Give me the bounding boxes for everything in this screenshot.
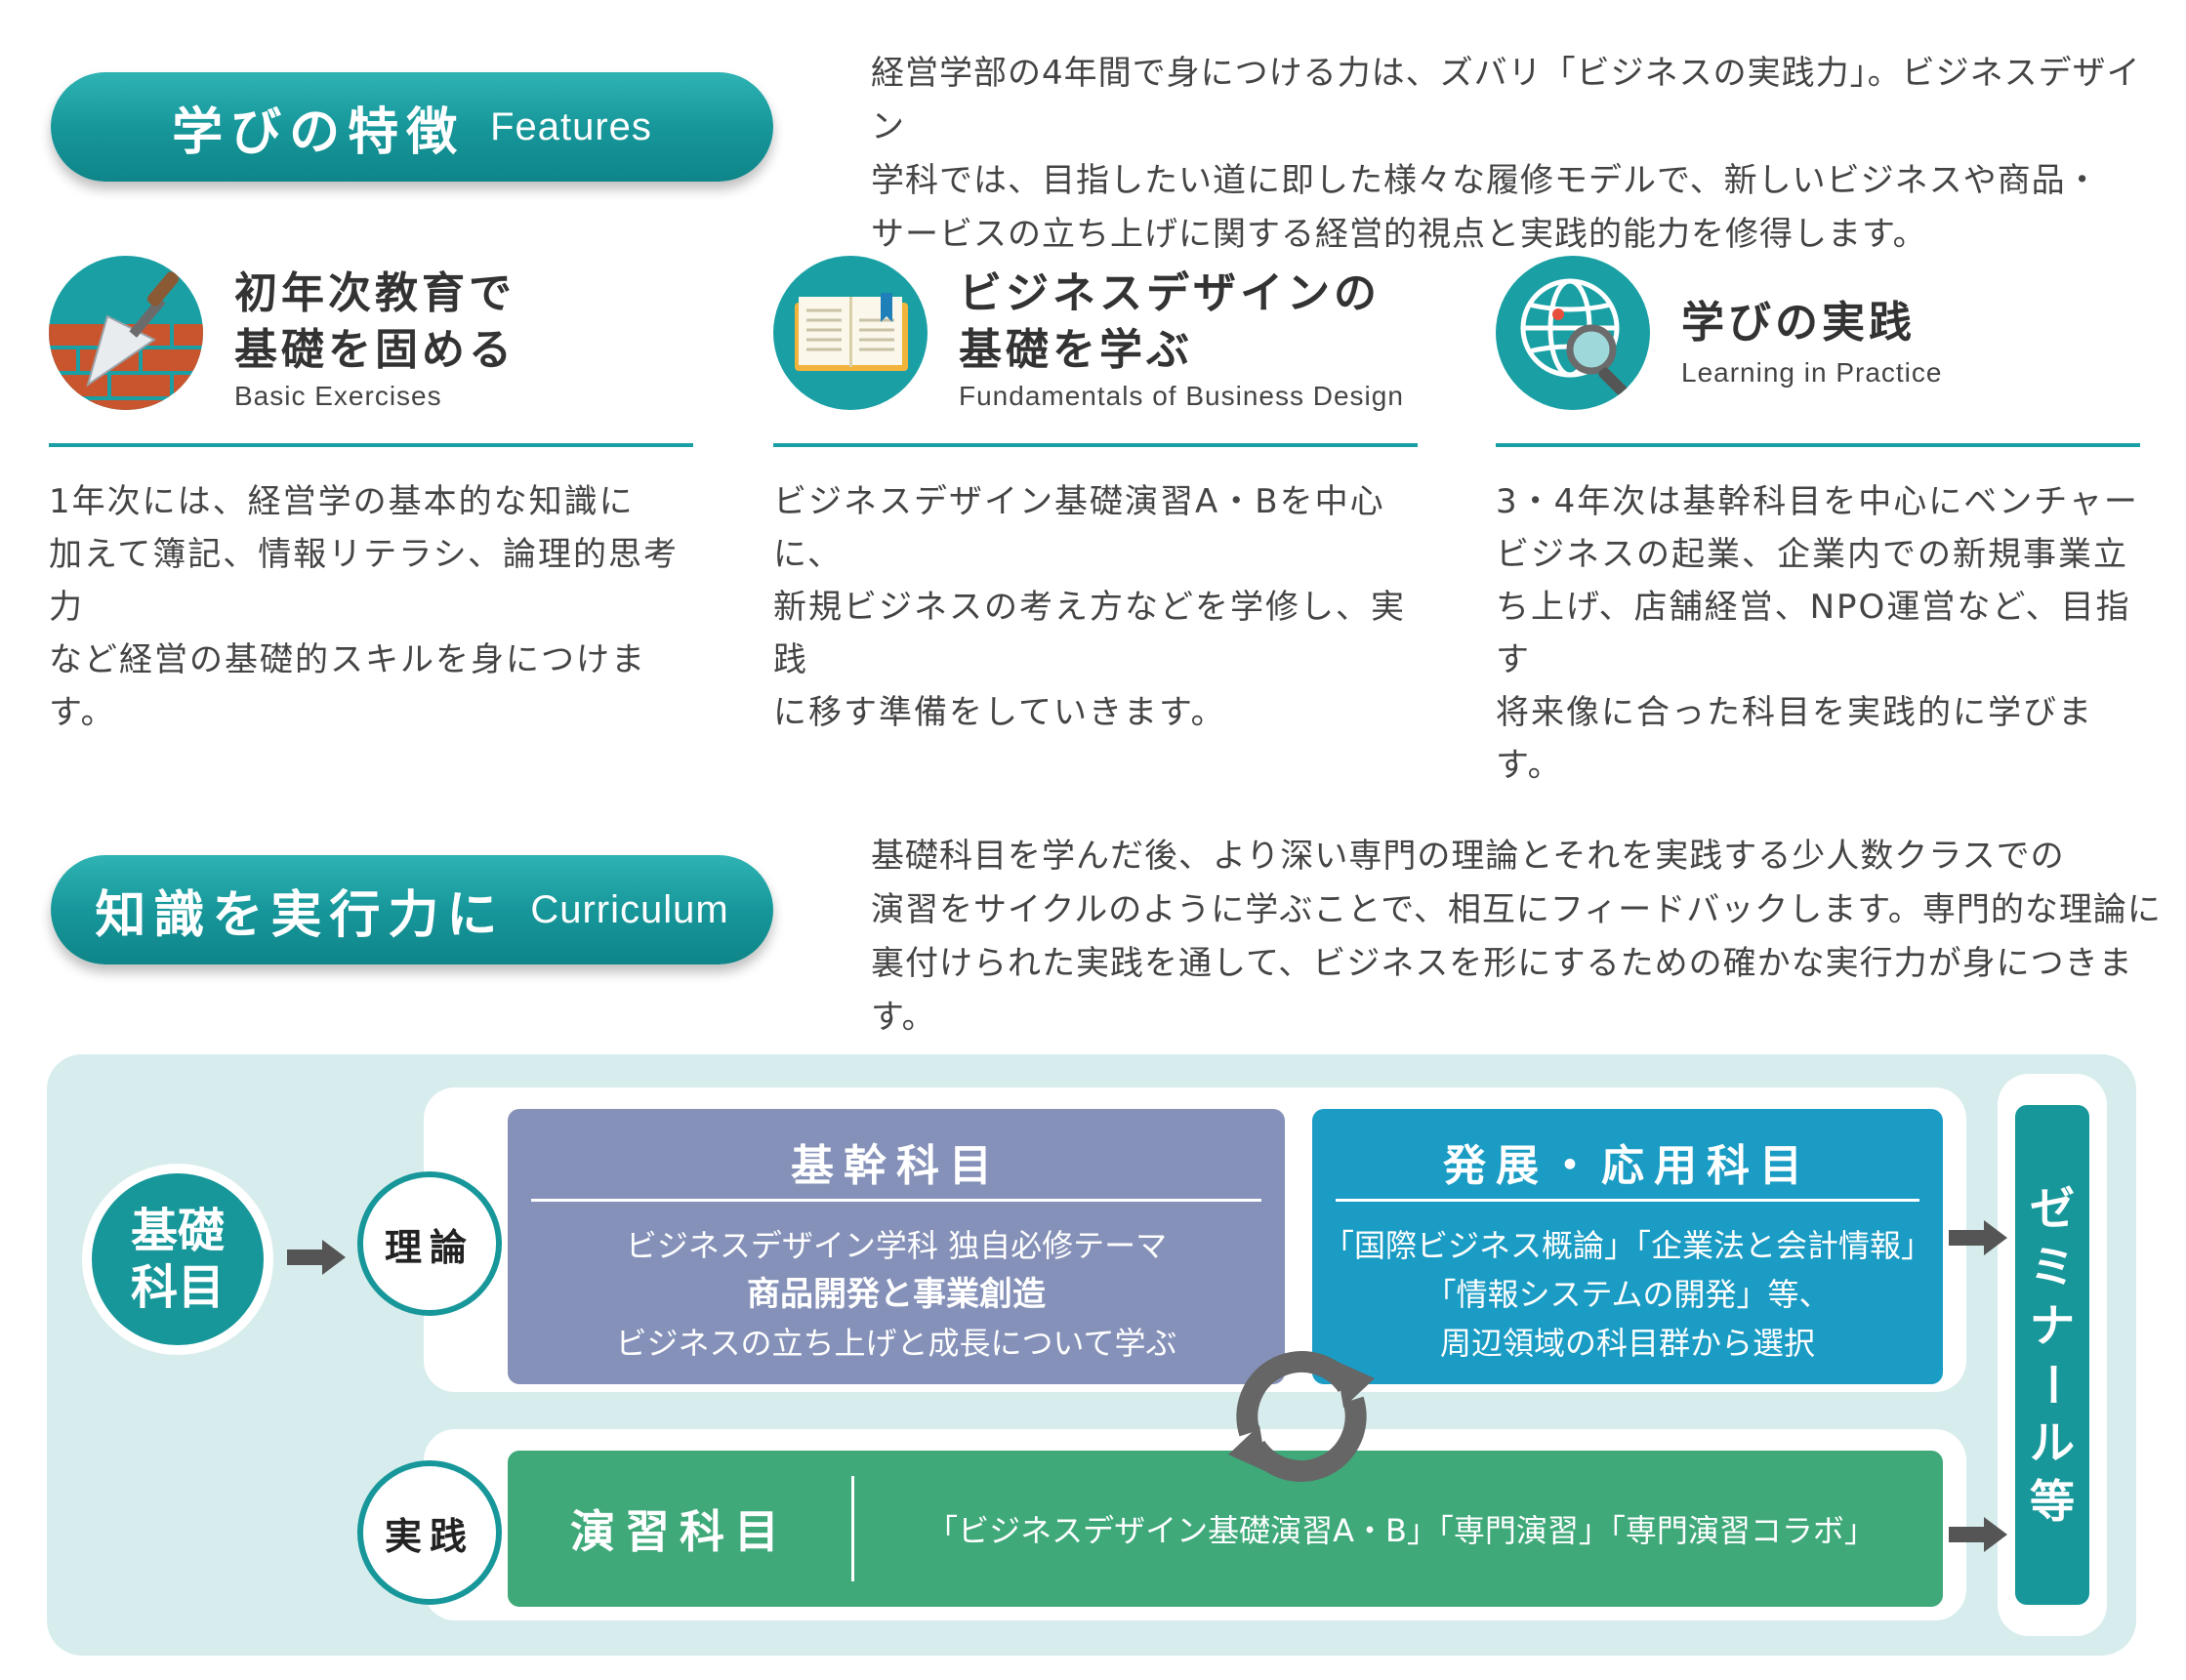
- seminar-char: ゼ: [2030, 1182, 2075, 1235]
- feature-title-line: ビジネスデザインの: [959, 268, 1381, 318]
- features-intro-line: サービスの立ち上げに関する経営的視点と実践的能力を修得します。: [871, 215, 1927, 254]
- curriculum-intro: 基礎科目を学んだ後、より深い専門の理論とそれを実践する少人数クラスでの 演習をサ…: [871, 830, 2169, 1045]
- feature-body-line: に移す準備をしていきます。: [773, 693, 1226, 732]
- kikan-line2: 商品開発と事業創造: [747, 1275, 1046, 1314]
- kikan-title: 基幹科目: [791, 1141, 1002, 1191]
- open-book-icon: [773, 256, 928, 410]
- feature-body-line: 将来像に合った科目を実践的に学びます。: [1496, 693, 2093, 785]
- features-heading-en: Features: [490, 104, 652, 148]
- divider: [851, 1476, 854, 1581]
- kikan-line3: ビジネスの立ち上げと成長について学ぶ: [615, 1325, 1177, 1362]
- features-intro-line: 学科では、目指したい道に即した様々な履修モデルで、新しいビジネスや商品・: [871, 161, 2100, 200]
- trowel-brick-icon: [49, 256, 203, 410]
- seminar-char: 等: [2030, 1475, 2075, 1528]
- feature-body-line: ビジネスデザイン基礎演習A・Bを中心に、: [773, 482, 1385, 574]
- jissen-circle: 実践: [357, 1460, 502, 1605]
- hatten-title: 発展・応用科目: [1443, 1141, 1812, 1191]
- curriculum-diagram: 基礎 科目 理論 実践 基幹科目 ビジネスデザイン学科 独自必修テーマ 商品開発…: [47, 1054, 2136, 1656]
- divider: [49, 443, 693, 447]
- kiso-kamoku-circle: 基礎 科目: [82, 1164, 273, 1355]
- features-intro: 経営学部の4年間で身につける力は、ズバリ「ビジネスの実践力」。ビジネスデザイン …: [871, 47, 2169, 262]
- seminar-char: ル: [2030, 1416, 2075, 1469]
- feature-subtitle: Fundamentals of Business Design: [959, 381, 1404, 411]
- globe-magnifier-icon: [1496, 256, 1650, 410]
- feature-body: ビジネスデザイン基礎演習A・Bを中心に、 新規ビジネスの考え方などを学修し、実践…: [773, 475, 1437, 739]
- divider: [1496, 443, 2140, 447]
- feature-title: ビジネスデザインの 基礎を学ぶ: [959, 266, 1381, 379]
- enshu-text: 「ビジネスデザイン基礎演習A・B」「専門演習」「専門演習コラボ」: [927, 1512, 1876, 1549]
- feature-body-line: 新規ビジネスの考え方などを学修し、実践: [773, 588, 1406, 679]
- curriculum-heading: 知識を実行力に Curriculum: [51, 855, 773, 964]
- feature-title: 学びの実践: [1681, 295, 1916, 351]
- cycle-arrows-icon: [1228, 1350, 1375, 1483]
- feature-subtitle: Basic Exercises: [234, 381, 442, 411]
- feature-body: 1年次には、経営学の基本的な知識に 加えて簿記、情報リテラシ、論理的思考力 など…: [49, 475, 713, 739]
- enshu-title: 演習科目: [570, 1505, 789, 1558]
- kiso-line: 科目: [130, 1260, 225, 1315]
- curriculum-intro-line: 演習をサイクルのように学ぶことで、相互にフィードバックします。専門的な理論に: [871, 890, 2162, 929]
- feature-body-line: 3・4年次は基幹科目を中心にベンチャー: [1496, 482, 2139, 521]
- features-heading: 学びの特徴 Features: [51, 72, 773, 182]
- hatten-line3: 周辺領域の科目群から選択: [1439, 1325, 1815, 1362]
- feature-title-line: 初年次教育で: [234, 268, 516, 318]
- hatten-line1: 「国際ビジネス概論」「企業法と会計情報」: [1322, 1227, 1932, 1264]
- kikan-kamoku-box: 基幹科目 ビジネスデザイン学科 独自必修テーマ 商品開発と事業創造 ビジネスの立…: [508, 1109, 1285, 1384]
- feature-body: 3・4年次は基幹科目を中心にベンチャー ビジネスの起業、企業内での新規事業立 ち…: [1496, 475, 2160, 792]
- enshu-kamoku-box: 演習科目 「ビジネスデザイン基礎演習A・B」「専門演習」「専門演習コラボ」: [508, 1451, 1943, 1607]
- arrow-right-icon: [287, 1240, 346, 1275]
- feature-title-line: 基礎を固める: [234, 325, 516, 375]
- divider: [531, 1199, 1261, 1202]
- kikan-line1: ビジネスデザイン学科 独自必修テーマ: [625, 1227, 1168, 1264]
- features-intro-line: 経営学部の4年間で身につける力は、ズバリ「ビジネスの実践力」。ビジネスデザイン: [871, 54, 2141, 146]
- seminar-box: ゼ ミ ナ ー ル 等: [2015, 1105, 2089, 1605]
- seminar-char: ミ: [2030, 1241, 2075, 1293]
- arrow-right-icon: [1949, 1517, 2007, 1552]
- curriculum-intro-line: 裏付けられた実践を通して、ビジネスを形にするための確かな実行力が身につきます。: [871, 944, 2133, 1037]
- feature-body-line: ち上げ、店舗経営、NPO運営など、目指す: [1496, 588, 2131, 679]
- riron-circle: 理論: [357, 1171, 502, 1316]
- feature-title: 初年次教育で 基礎を固める: [234, 266, 516, 379]
- divider: [773, 443, 1418, 447]
- feature-title-line: 学びの実践: [1681, 298, 1916, 348]
- kiso-line: 基礎: [130, 1204, 225, 1258]
- feature-body-line: 1年次には、経営学の基本的な知識に: [49, 482, 635, 521]
- arrow-right-icon: [1949, 1220, 2007, 1255]
- feature-body-line: など経営の基礎的スキルを身につけます。: [49, 640, 646, 732]
- seminar-char: ナ: [2030, 1299, 2075, 1352]
- feature-subtitle: Learning in Practice: [1681, 357, 1943, 388]
- hatten-line2: 「情報システムの開発」等、: [1424, 1276, 1831, 1313]
- feature-body-line: ビジネスの起業、企業内での新規事業立: [1496, 535, 2128, 574]
- curriculum-heading-en: Curriculum: [530, 887, 729, 931]
- seminar-char: ー: [2026, 1362, 2079, 1407]
- feature-title-line: 基礎を学ぶ: [959, 325, 1193, 375]
- curriculum-intro-line: 基礎科目を学んだ後、より深い専門の理論とそれを実践する少人数クラスでの: [871, 837, 2065, 876]
- curriculum-heading-jp: 知識を実行力に: [95, 885, 506, 945]
- hatten-kamoku-box: 発展・応用科目 「国際ビジネス概論」「企業法と会計情報」 「情報システムの開発」…: [1312, 1109, 1943, 1384]
- feature-body-line: 加えて簿記、情報リテラシ、論理的思考力: [49, 535, 679, 627]
- divider: [1336, 1199, 1919, 1202]
- features-heading-jp: 学びの特徴: [172, 102, 466, 162]
